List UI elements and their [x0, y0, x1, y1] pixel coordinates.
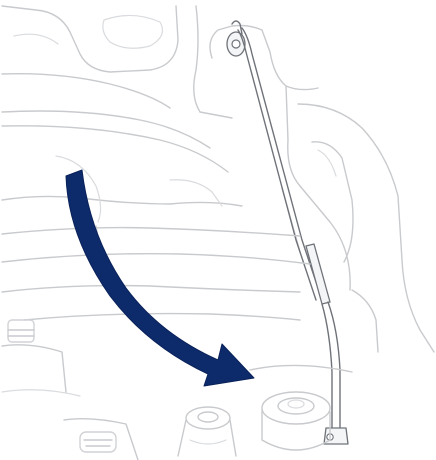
- prop-rod-stowage-hole: [178, 407, 236, 456]
- reservoir-caps: [2, 320, 138, 460]
- curved-arrow-icon: [66, 170, 254, 386]
- engine-bay-crossmembers: [2, 156, 310, 320]
- bonnet-underside-lines: [2, 6, 232, 172]
